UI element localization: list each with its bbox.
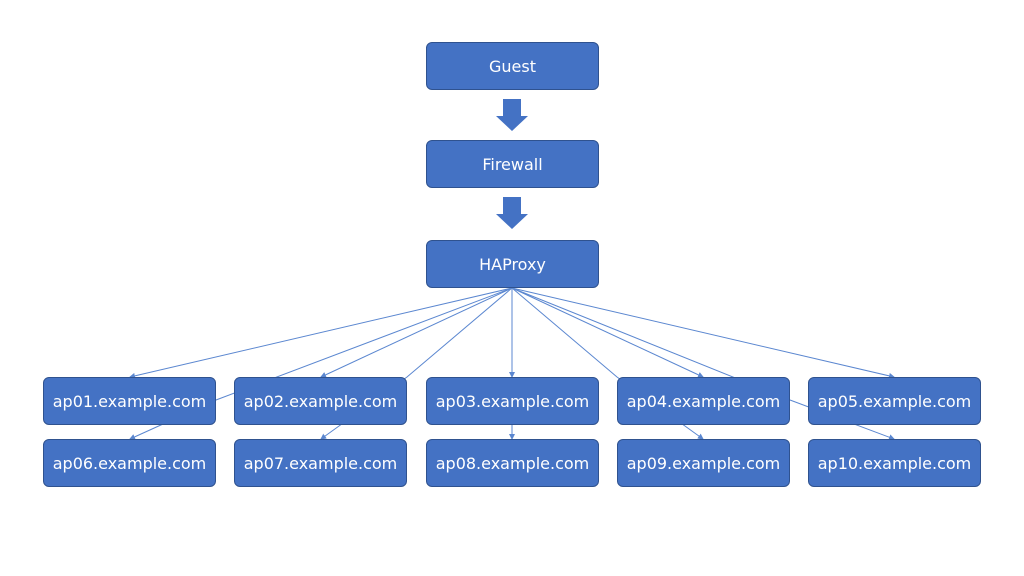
server-node-ap06: ap06.example.com bbox=[43, 439, 216, 487]
connector-haproxy-to-ap06 bbox=[129, 287, 513, 440]
guest-to-firewall-arrow bbox=[496, 99, 528, 131]
connector-haproxy-to-ap04 bbox=[511, 287, 704, 378]
server-node-ap02: ap02.example.com bbox=[234, 377, 407, 425]
guest-node: Guest bbox=[426, 42, 599, 90]
firewall-node: Firewall bbox=[426, 140, 599, 188]
server-label: ap01.example.com bbox=[52, 391, 207, 411]
server-label: ap08.example.com bbox=[435, 453, 590, 473]
connector-haproxy-to-ap02 bbox=[320, 287, 513, 378]
server-node-ap04: ap04.example.com bbox=[617, 377, 790, 425]
server-node-ap03: ap03.example.com bbox=[426, 377, 599, 425]
server-label: ap06.example.com bbox=[52, 453, 207, 473]
server-node-ap08: ap08.example.com bbox=[426, 439, 599, 487]
server-node-ap09: ap09.example.com bbox=[617, 439, 790, 487]
server-node-ap01: ap01.example.com bbox=[43, 377, 216, 425]
server-label: ap04.example.com bbox=[626, 391, 781, 411]
firewall-to-haproxy-arrow bbox=[496, 197, 528, 229]
server-node-ap07: ap07.example.com bbox=[234, 439, 407, 487]
server-label: ap05.example.com bbox=[817, 391, 972, 411]
server-label: ap10.example.com bbox=[817, 453, 972, 473]
server-label: ap03.example.com bbox=[435, 391, 590, 411]
server-label: ap09.example.com bbox=[626, 453, 781, 473]
server-node-ap05: ap05.example.com bbox=[808, 377, 981, 425]
server-label: ap07.example.com bbox=[243, 453, 398, 473]
connector-haproxy-to-ap05 bbox=[511, 287, 895, 379]
firewall-label: Firewall bbox=[482, 154, 543, 174]
haproxy-label: HAProxy bbox=[479, 254, 546, 274]
haproxy-node: HAProxy bbox=[426, 240, 599, 288]
server-label: ap02.example.com bbox=[243, 391, 398, 411]
server-node-ap10: ap10.example.com bbox=[808, 439, 981, 487]
guest-label: Guest bbox=[489, 56, 536, 76]
connector-haproxy-to-ap10 bbox=[511, 287, 895, 441]
connector-haproxy-to-ap01 bbox=[129, 287, 513, 379]
